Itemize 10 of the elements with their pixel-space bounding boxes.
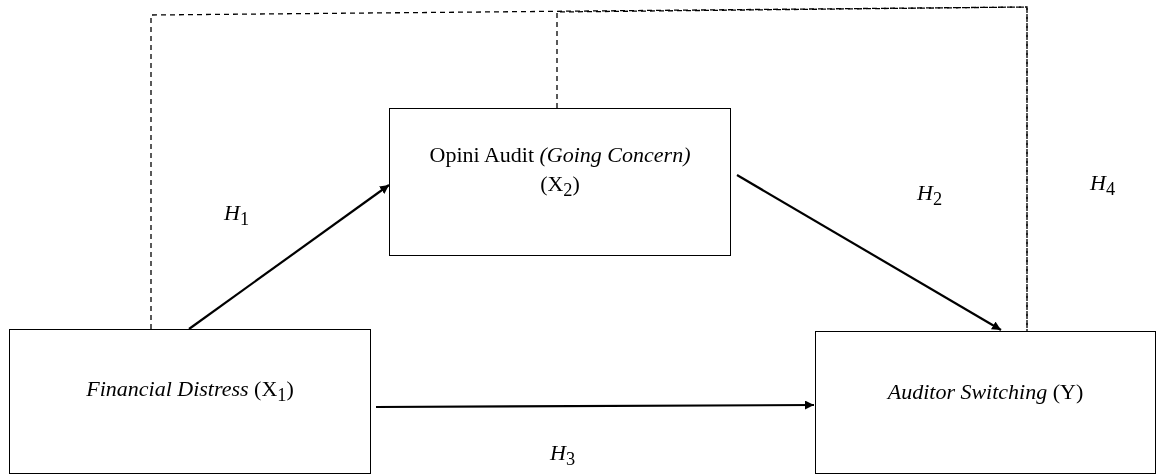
variable-box bbox=[9, 329, 371, 474]
arrow bbox=[376, 400, 814, 410]
dashed-connector bbox=[150, 6, 1028, 332]
variable-box bbox=[389, 108, 731, 256]
variable-label: Auditor Switching (Y) bbox=[887, 378, 1084, 407]
variable-label: Opini Audit (Going Concern) (X$_{2}$) bbox=[428, 141, 692, 203]
variable-box bbox=[815, 331, 1156, 474]
arrow bbox=[736, 174, 1002, 331]
arrow bbox=[188, 184, 390, 330]
variable-label: Financial Distress (X$_{1}$) bbox=[86, 374, 294, 408]
